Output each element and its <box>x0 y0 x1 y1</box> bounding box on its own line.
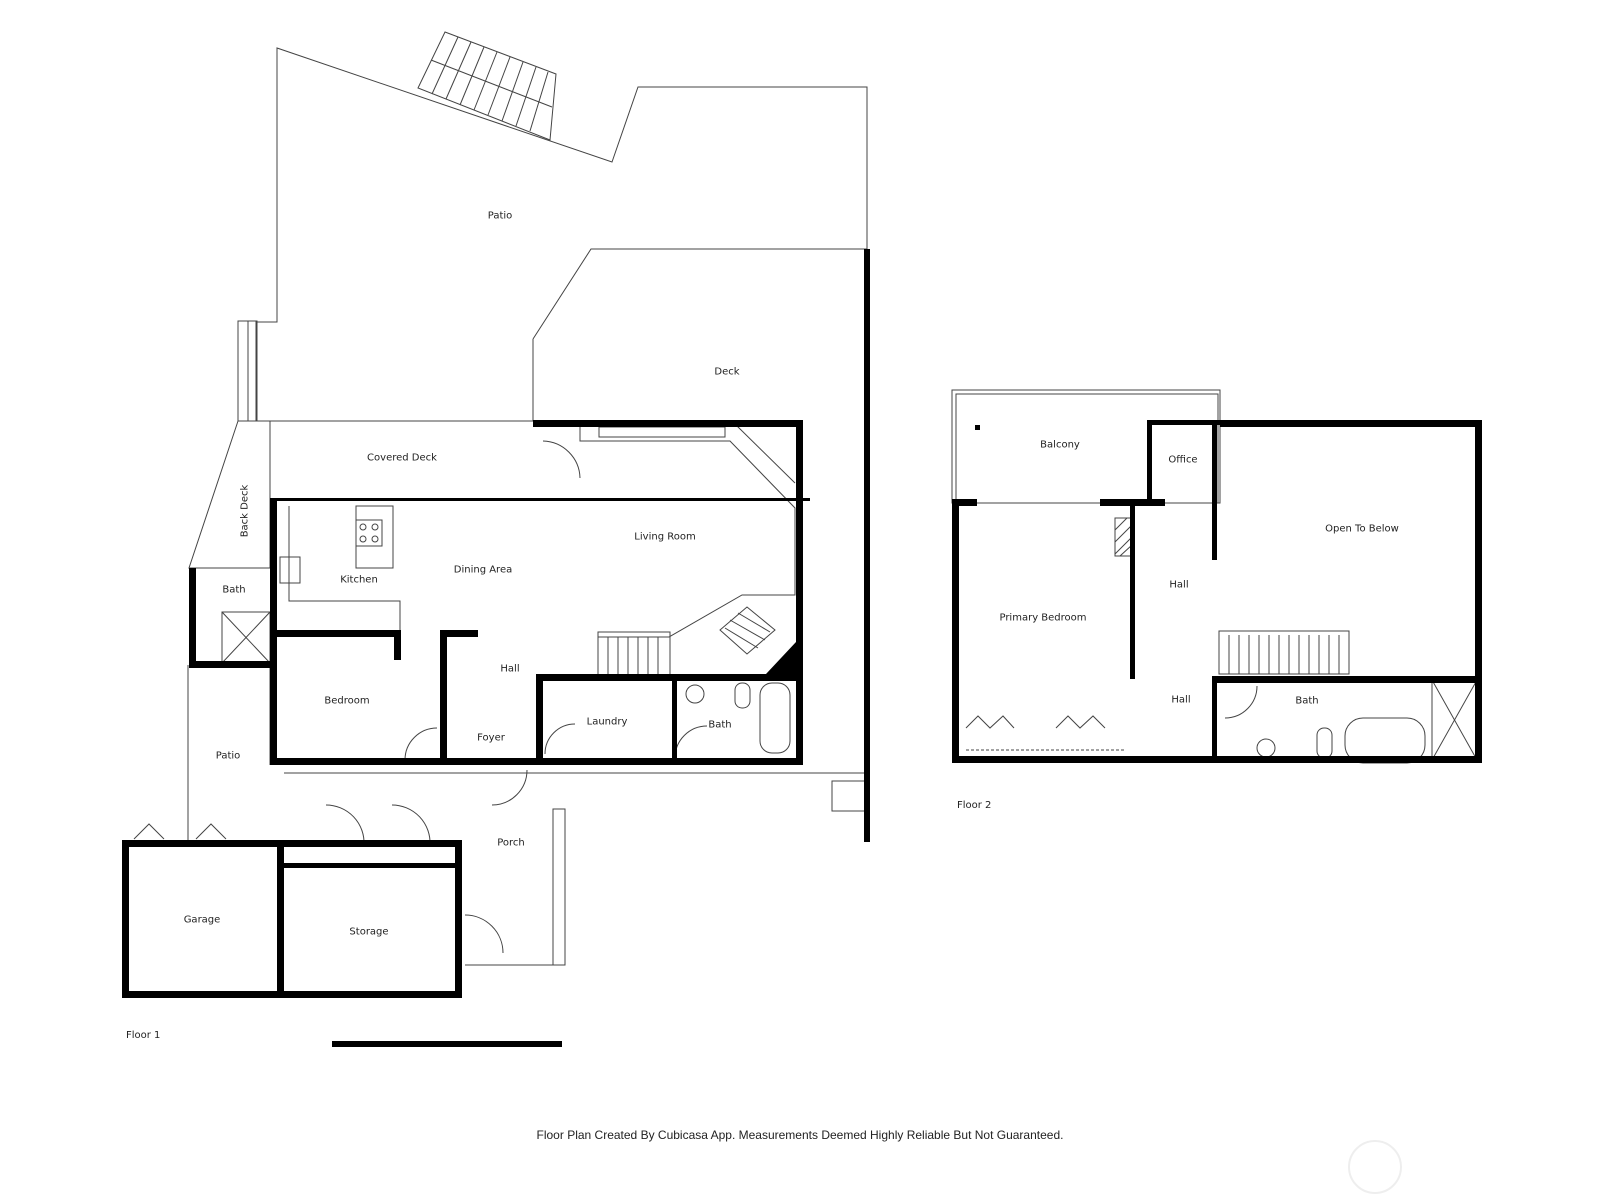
room-label-dining-area: Dining Area <box>453 564 513 576</box>
room-label-porch: Porch <box>497 837 525 849</box>
room-label-bath-upper: Bath <box>1295 695 1319 707</box>
room-label-back-deck: Back Deck <box>239 484 251 538</box>
room-label-covered-deck: Covered Deck <box>367 452 437 464</box>
room-label-primary-bedroom: Primary Bedroom <box>999 612 1087 624</box>
room-label-bath-right: Bath <box>708 719 732 731</box>
room-label-hall: Hall <box>500 663 520 675</box>
room-label-open-to-below: Open To Below <box>1325 523 1399 535</box>
deck-outline <box>532 248 867 340</box>
room-label-laundry: Laundry <box>586 716 628 728</box>
exterior-stairs-top <box>417 31 557 141</box>
room-label-balcony: Balcony <box>1040 439 1080 451</box>
room-label-bedroom: Bedroom <box>324 695 370 707</box>
room-label-office: Office <box>1168 454 1198 466</box>
room-label-hall-upper: Hall <box>1169 579 1189 591</box>
room-label-patio: Patio <box>487 210 513 222</box>
floor-2-label: Floor 2 <box>957 800 992 811</box>
room-label-deck: Deck <box>714 366 740 378</box>
room-label-living-room: Living Room <box>634 531 696 543</box>
scale-bar <box>332 1041 562 1047</box>
watermark-badge-icon <box>1348 1140 1402 1194</box>
room-label-garage: Garage <box>183 914 221 926</box>
disclaimer-footer: Floor Plan Created By Cubicasa App. Meas… <box>536 1128 1064 1142</box>
room-label-storage: Storage <box>349 926 389 938</box>
wall <box>270 498 277 764</box>
patio-outline <box>255 47 868 421</box>
room-label-patio-side: Patio <box>215 750 241 762</box>
room-label-bath-left: Bath <box>222 584 246 596</box>
room-label-hall-lower: Hall <box>1171 694 1191 706</box>
room-label-foyer: Foyer <box>477 732 505 744</box>
floor-1-label: Floor 1 <box>126 1030 161 1041</box>
room-label-kitchen: Kitchen <box>340 574 378 586</box>
